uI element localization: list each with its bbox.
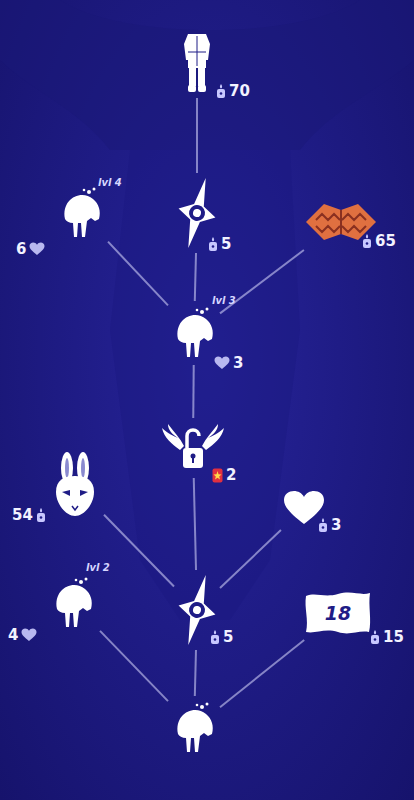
- cost-number: 3: [233, 354, 243, 372]
- emote-icon: [50, 575, 96, 631]
- heart-symbol: [214, 356, 230, 370]
- cost-number: 15: [383, 628, 404, 646]
- level-label: lvl 4: [98, 177, 122, 189]
- heart-symbol: [21, 628, 37, 642]
- cost-number: 4: [8, 626, 18, 644]
- cost-number: 6: [16, 240, 26, 258]
- cost-tag: lvl 2: [86, 562, 110, 574]
- tree-connector: [196, 98, 198, 173]
- emote-icon: [172, 305, 216, 361]
- tree-node: 2: [160, 422, 226, 474]
- star-icon: [178, 177, 216, 249]
- cost-tag: 6: [16, 240, 45, 258]
- tree-connector: [194, 478, 196, 570]
- tree-connector: [195, 650, 196, 696]
- tree-node: lvl 24: [50, 575, 96, 631]
- tree-node: 5: [178, 177, 216, 249]
- candle-symbol: [208, 237, 218, 251]
- tree-connector: [195, 253, 196, 301]
- cost-number: 2: [226, 466, 236, 484]
- tree-node: lvl 46: [58, 185, 104, 241]
- cost-number: 54: [12, 506, 33, 524]
- cost-number: 70: [229, 82, 250, 100]
- emote-icon: [58, 185, 104, 241]
- emote-icon: [172, 700, 216, 756]
- tree-connector: [104, 515, 174, 587]
- cost-number: 5: [221, 235, 231, 253]
- cost-number: 3: [331, 516, 341, 534]
- cost-tag: 5: [208, 235, 231, 253]
- candle-symbol: [370, 630, 380, 644]
- tree-node: 3: [283, 490, 325, 526]
- tree-node: 1815: [302, 590, 374, 636]
- heart-icon: [283, 490, 325, 526]
- tree-connector: [220, 530, 281, 588]
- cost-tag: 54: [12, 506, 46, 524]
- star-icon: [178, 574, 216, 646]
- ticket-symbol: [212, 468, 223, 483]
- inside-text-box: 18: [302, 590, 374, 636]
- cost-tag: 2: [212, 466, 236, 484]
- tree-node: [172, 700, 216, 756]
- lock-icon: [160, 422, 226, 474]
- cost-tag: 15: [370, 628, 404, 646]
- candle-symbol: [36, 508, 46, 522]
- tree-connector: [192, 365, 194, 418]
- cost-number: 5: [223, 628, 233, 646]
- cost-tag: 5: [210, 628, 233, 646]
- level-label: lvl 3: [212, 295, 236, 307]
- cost-tag: 4: [8, 626, 37, 644]
- mask-icon: [50, 452, 100, 518]
- candle-symbol: [318, 518, 328, 532]
- tree-node: 70: [180, 30, 214, 94]
- tree-node: 5: [178, 574, 216, 646]
- candle-symbol: [216, 84, 226, 98]
- cost-number: 18: [325, 602, 351, 624]
- tree-node: 65: [302, 198, 380, 246]
- cost-tag: 70: [216, 82, 250, 100]
- cost-tag: lvl 3: [212, 295, 236, 307]
- level-label: lvl 2: [86, 562, 110, 574]
- cost-tag: 3: [318, 516, 341, 534]
- cost-tag: 3: [214, 354, 243, 372]
- cost-number: 65: [375, 232, 396, 250]
- tree-node: lvl 33: [172, 305, 216, 361]
- heart-symbol: [29, 242, 45, 256]
- outfit-icon: [180, 30, 214, 94]
- cost-tag: 65: [362, 232, 396, 250]
- cape-icon: [302, 198, 380, 246]
- tree-node: 54: [50, 452, 100, 518]
- tree-connector: [220, 640, 304, 707]
- candle-symbol: [362, 234, 372, 248]
- candle-symbol: [210, 630, 220, 644]
- tree-connector: [100, 631, 168, 701]
- tree-connector: [108, 242, 168, 306]
- cost-tag: lvl 4: [98, 177, 122, 189]
